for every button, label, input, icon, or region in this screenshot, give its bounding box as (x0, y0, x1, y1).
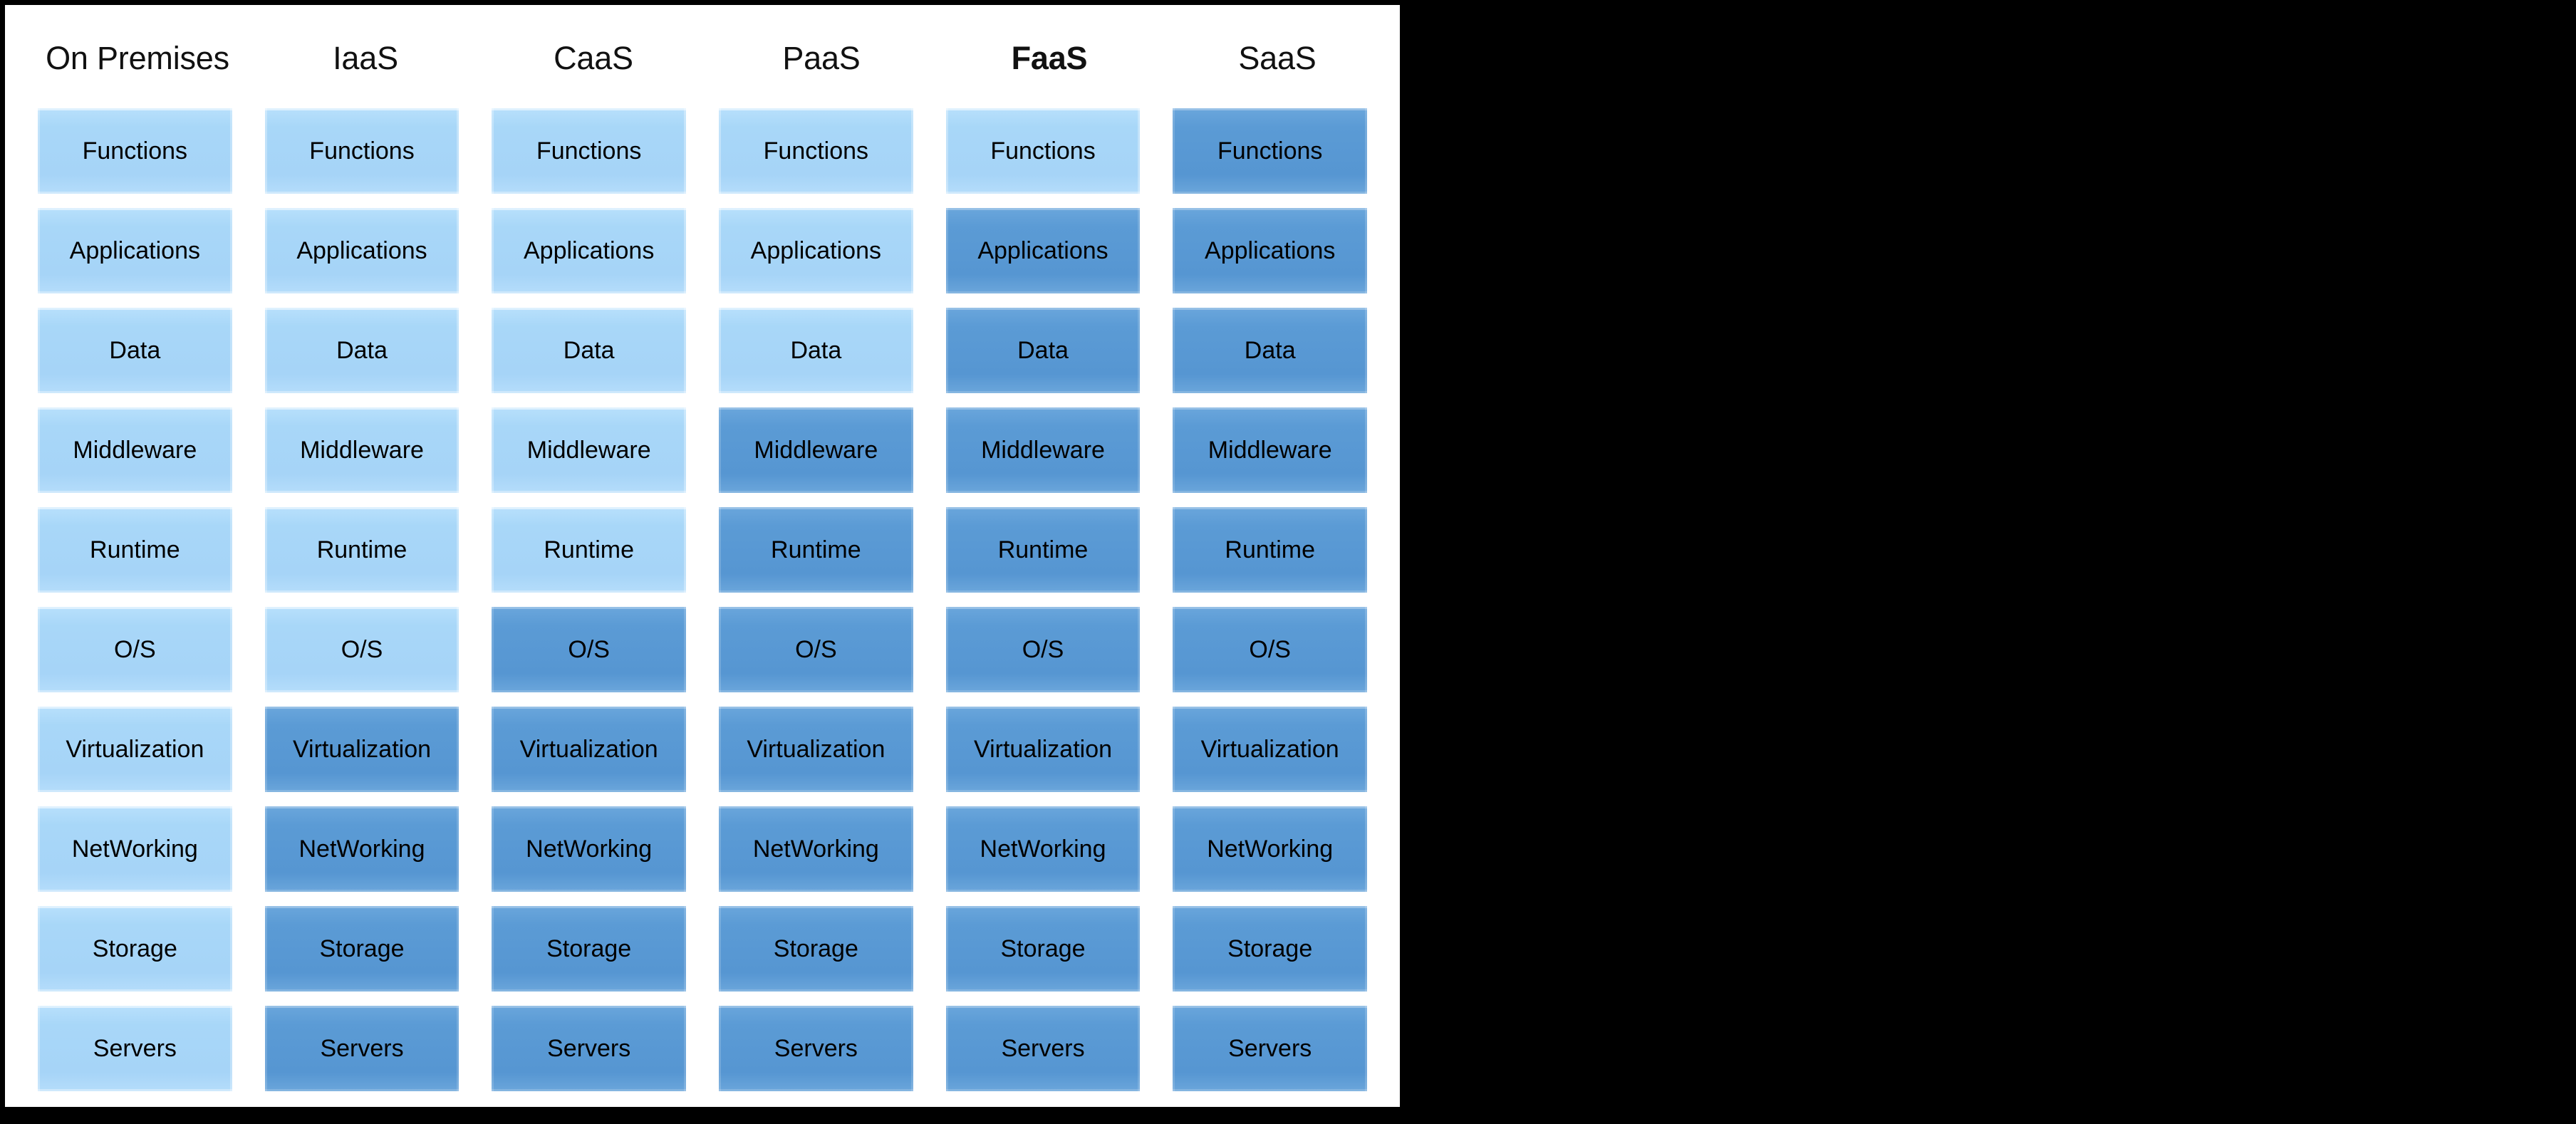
cell-iaas-virtualization: Virtualization (264, 707, 459, 792)
cell-caas-virtualization: Virtualization (492, 707, 687, 792)
cell-saas-networking: NetWorking (1173, 806, 1368, 892)
grid-row: NetWorking NetWorking NetWorking NetWorking… (5, 806, 1400, 906)
grid-row: Servers Servers Servers Servers Servers Serve… (5, 1006, 1400, 1105)
cell-on-premises-functions: Functions (38, 108, 232, 194)
slide-panel: On Premises IaaS CaaS PaaS FaaS SaaS Function… (5, 5, 1400, 1107)
cell-on-premises-data: Data (38, 308, 232, 393)
cell-caas-o-s: O/S (492, 607, 687, 692)
column-header-faas: FaaS (1011, 40, 1088, 76)
cell-on-premises-networking: NetWorking (38, 806, 232, 892)
cell-faas-storage: Storage (945, 906, 1141, 992)
cell-paas-functions: Functions (719, 108, 913, 194)
cell-iaas-runtime: Runtime (264, 507, 459, 593)
cell-iaas-data: Data (264, 308, 459, 393)
grid-row: Functions Functions Functions Functions Func… (5, 108, 1400, 208)
cell-caas-runtime: Runtime (492, 507, 687, 593)
cell-saas-storage: Storage (1173, 906, 1368, 992)
grid-row: Storage Storage Storage Storage Storage Stora… (5, 906, 1400, 1006)
cell-saas-data: Data (1173, 308, 1368, 393)
cell-saas-functions: Functions (1173, 108, 1368, 194)
cell-caas-functions: Functions (492, 108, 687, 194)
cell-caas-applications: Applications (492, 208, 687, 293)
cell-paas-servers: Servers (719, 1006, 913, 1091)
cell-iaas-networking: NetWorking (264, 806, 459, 892)
cell-iaas-applications: Applications (264, 208, 459, 293)
cell-caas-networking: NetWorking (492, 806, 687, 892)
cell-on-premises-middleware: Middleware (38, 407, 232, 493)
cell-caas-middleware: Middleware (492, 407, 687, 493)
grid-row: Middleware Middleware Middleware Middleware… (5, 407, 1400, 507)
cell-saas-virtualization: Virtualization (1173, 707, 1368, 792)
responsibility-grid: Functions Functions Functions Functions Func… (5, 108, 1400, 1105)
cell-saas-runtime: Runtime (1173, 507, 1368, 593)
cell-faas-middleware: Middleware (945, 407, 1141, 493)
cell-faas-networking: NetWorking (945, 806, 1141, 892)
cell-iaas-o-s: O/S (264, 607, 459, 692)
cell-paas-o-s: O/S (719, 607, 913, 692)
cell-iaas-storage: Storage (264, 906, 459, 992)
cell-caas-servers: Servers (492, 1006, 687, 1091)
grid-row: Data Data Data Data Data Data (5, 308, 1400, 407)
cell-paas-networking: NetWorking (719, 806, 913, 892)
cell-paas-runtime: Runtime (719, 507, 913, 593)
cell-caas-storage: Storage (492, 906, 687, 992)
grid-row: Runtime Runtime Runtime Runtime Runtime Runti… (5, 507, 1400, 607)
column-header-on-premises: On Premises (46, 40, 229, 76)
grid-row: Applications Applications Applications Appl… (5, 208, 1400, 308)
column-header-row: On Premises IaaS CaaS PaaS FaaS SaaS (5, 26, 1400, 90)
column-header-paas: PaaS (782, 40, 861, 76)
cell-caas-data: Data (492, 308, 687, 393)
cell-paas-applications: Applications (719, 208, 913, 293)
cell-saas-applications: Applications (1173, 208, 1368, 293)
grid-row: Virtualization Virtualization Virtualizati… (5, 707, 1400, 806)
cell-faas-functions: Functions (945, 108, 1141, 194)
cell-paas-data: Data (719, 308, 913, 393)
cell-paas-virtualization: Virtualization (719, 707, 913, 792)
cell-iaas-middleware: Middleware (264, 407, 459, 493)
cell-paas-storage: Storage (719, 906, 913, 992)
cell-paas-middleware: Middleware (719, 407, 913, 493)
cell-saas-o-s: O/S (1173, 607, 1368, 692)
grid-row: O/S O/S O/S O/S O/S O/S (5, 607, 1400, 707)
cell-on-premises-o-s: O/S (38, 607, 232, 692)
cell-faas-virtualization: Virtualization (945, 707, 1141, 792)
cell-on-premises-storage: Storage (38, 906, 232, 992)
cell-iaas-functions: Functions (264, 108, 459, 194)
cell-iaas-servers: Servers (264, 1006, 459, 1091)
cell-faas-applications: Applications (945, 208, 1141, 293)
column-header-caas: CaaS (554, 40, 633, 76)
cell-faas-servers: Servers (945, 1006, 1141, 1091)
cell-faas-runtime: Runtime (945, 507, 1141, 593)
cell-on-premises-applications: Applications (38, 208, 232, 293)
cell-faas-data: Data (945, 308, 1141, 393)
cell-faas-o-s: O/S (945, 607, 1141, 692)
cell-saas-servers: Servers (1173, 1006, 1368, 1091)
cell-on-premises-servers: Servers (38, 1006, 232, 1091)
cell-on-premises-runtime: Runtime (38, 507, 232, 593)
cell-saas-middleware: Middleware (1173, 407, 1368, 493)
column-header-iaas: IaaS (333, 40, 398, 76)
cell-on-premises-virtualization: Virtualization (38, 707, 232, 792)
column-header-saas: SaaS (1238, 40, 1316, 76)
